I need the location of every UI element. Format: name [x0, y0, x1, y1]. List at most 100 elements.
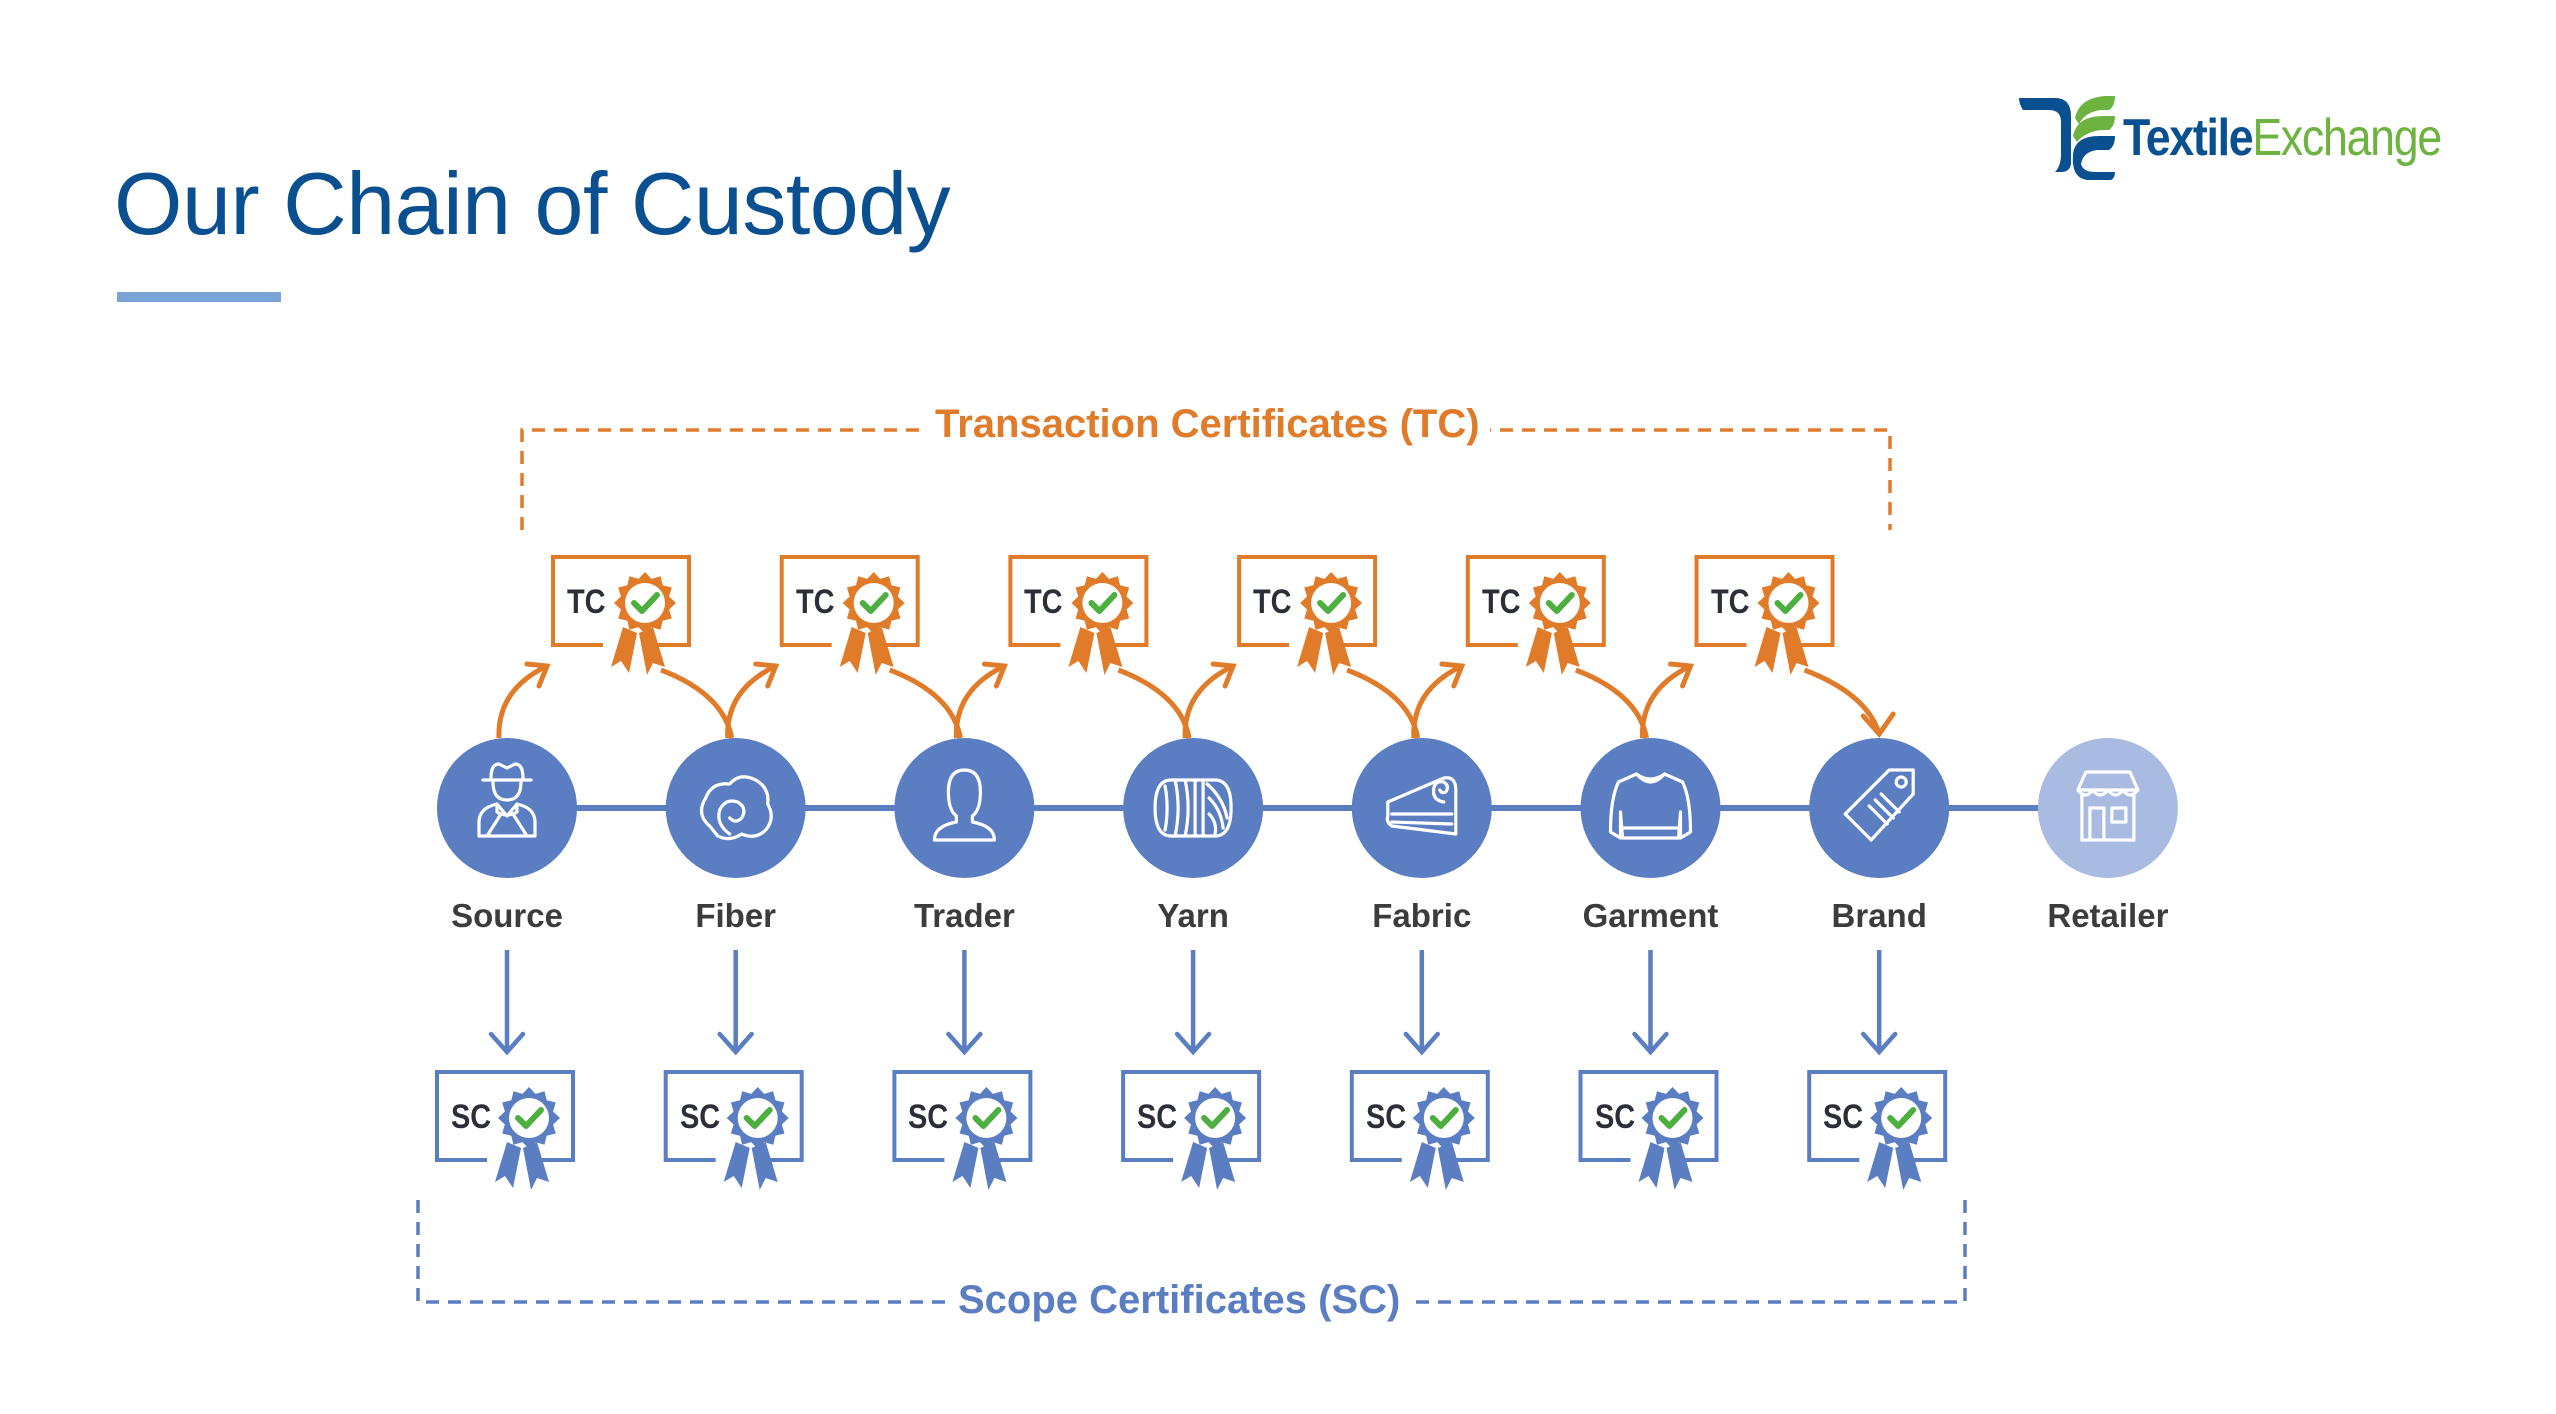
tc-badge-text: TC	[1710, 583, 1750, 621]
ribbon-right	[980, 1142, 1007, 1190]
ribbon-right	[1895, 1142, 1922, 1190]
seal-tc	[1071, 572, 1134, 634]
seal-tc	[842, 572, 905, 634]
sc-certificate	[1807, 1070, 1948, 1190]
node-label: Yarn	[1157, 897, 1229, 934]
ribbon-right	[1096, 627, 1123, 675]
node-circle	[1351, 738, 1492, 878]
seal-tc	[1528, 572, 1591, 634]
ribbon-left	[495, 1142, 521, 1188]
node-fiber	[665, 738, 806, 878]
arrowhead	[1174, 1031, 1212, 1056]
page-title: Our Chain of Custody	[114, 154, 951, 253]
sweater-icon	[1608, 772, 1693, 840]
ribbon-left	[611, 627, 637, 673]
ribbon-left	[1525, 627, 1552, 673]
node-circle	[437, 738, 577, 878]
arrowhead	[1860, 1031, 1898, 1056]
checkmark-icon	[1658, 1107, 1688, 1129]
tc-issue-arrow	[1411, 663, 1463, 739]
arrowhead	[717, 1031, 754, 1056]
node-trader	[894, 738, 1035, 878]
yarn-ball-icon	[1153, 778, 1233, 838]
node-circle	[1809, 738, 1950, 878]
sc-badge-text: SC	[1823, 1098, 1864, 1136]
tc-badge-text: TC	[1024, 583, 1063, 621]
sc-certificate	[1578, 1070, 1719, 1190]
tc-certificate	[551, 555, 691, 675]
arrowhead	[1632, 1031, 1669, 1056]
node-circle	[2037, 738, 2178, 878]
tc-issue-arrow	[1182, 663, 1235, 739]
ribbon-left	[1297, 627, 1324, 673]
ribbon-left	[1638, 1142, 1665, 1188]
checkmark-icon	[515, 1107, 544, 1129]
sc-bracket	[416, 1200, 1967, 1304]
seal-sc	[726, 1087, 789, 1149]
ribbon-left	[839, 627, 866, 673]
tc-bracket-label: Transaction Certificates (TC)	[925, 402, 1490, 447]
checkmark-icon	[1088, 592, 1118, 614]
price-tag-icon	[1843, 768, 1915, 842]
checkmark-icon	[1201, 1107, 1231, 1129]
cotton-icon	[699, 775, 773, 841]
ribbon-right	[639, 627, 665, 675]
textile-exchange-logo: TextileExchange	[2015, 92, 2485, 182]
seal-sc	[1184, 1087, 1247, 1149]
tc-badge-text: TC	[567, 583, 606, 621]
tc-badge-text: TC	[1481, 583, 1521, 621]
node-fabric	[1351, 738, 1492, 878]
sc-badge-text: SC	[1365, 1098, 1406, 1136]
node-circle	[1123, 738, 1264, 878]
node-brand	[1809, 738, 1950, 878]
ribbon-right	[1782, 627, 1809, 675]
person-icon	[932, 768, 997, 842]
sc-certificate	[892, 1070, 1033, 1190]
node-label: Fiber	[695, 897, 777, 934]
logo-wordmark: TextileExchange	[2123, 109, 2442, 167]
checkmark-icon	[743, 1107, 773, 1129]
checkmark-icon	[1887, 1107, 1917, 1129]
arrowhead	[981, 661, 1008, 689]
arrowhead	[1439, 661, 1466, 689]
tc-receive-arrow	[1117, 667, 1192, 739]
seal-sc	[1641, 1087, 1704, 1149]
tc-issue-arrow	[725, 663, 777, 739]
seal-sc	[498, 1087, 560, 1149]
checkmark-icon	[1317, 592, 1347, 614]
tc-certificate	[1008, 555, 1149, 675]
arrowhead	[488, 1031, 526, 1056]
tc-badge-text: TC	[795, 583, 835, 621]
textile-exchange-logo-icon	[2019, 96, 2115, 180]
arrowhead	[1860, 711, 1896, 739]
node-label: Source	[451, 897, 563, 934]
ribbon-right	[867, 627, 894, 675]
seal-tc	[1300, 572, 1363, 634]
node-garment	[1580, 738, 1721, 878]
ribbon-left	[1181, 1142, 1208, 1188]
arrowhead	[753, 661, 780, 689]
node-retailer	[2037, 738, 2178, 878]
tc-receive-arrow	[1346, 667, 1421, 739]
farmer-icon	[477, 762, 537, 838]
sc-badge-text: SC	[1594, 1098, 1635, 1136]
arrowhead	[524, 661, 551, 689]
arrowhead	[1403, 1031, 1441, 1056]
sc-certificate	[435, 1070, 575, 1190]
tc-issue-arrow	[953, 663, 1006, 739]
ribbon-left	[1867, 1142, 1894, 1188]
ribbon-left	[952, 1142, 979, 1188]
tc-issue-arrow	[1639, 663, 1692, 739]
seal-sc	[1412, 1087, 1475, 1149]
tc-bracket	[520, 428, 1892, 530]
tc-issue-arrow	[496, 663, 549, 739]
tc-certificate	[779, 555, 920, 675]
sc-badge-text: SC	[1137, 1098, 1178, 1136]
ribbon-left	[1754, 627, 1781, 673]
ribbon-right	[1553, 627, 1580, 675]
checkmark-icon	[631, 592, 660, 614]
seal-tc	[1757, 572, 1820, 634]
checkmark-icon	[859, 592, 889, 614]
sc-certificate	[663, 1070, 804, 1190]
node-yarn	[1123, 738, 1264, 878]
